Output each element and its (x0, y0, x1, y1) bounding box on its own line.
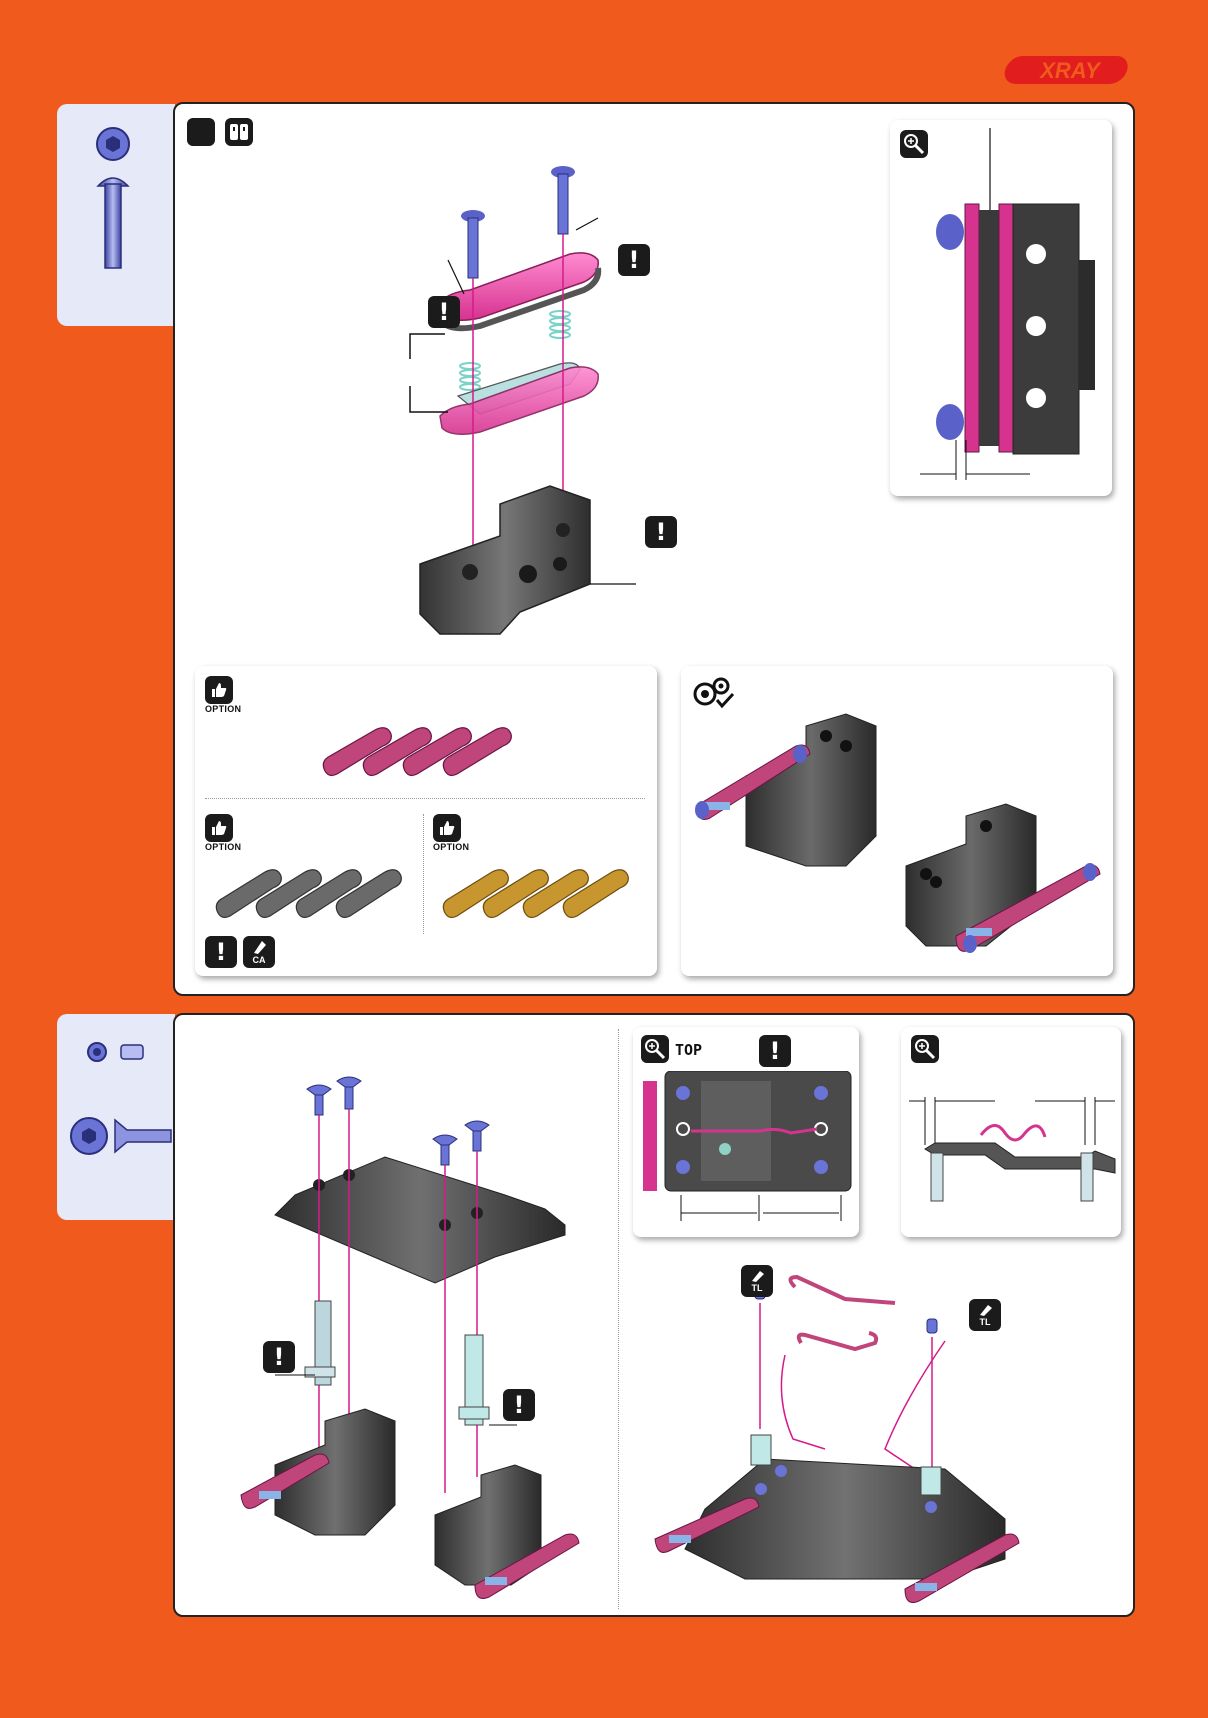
option-label-top: OPTION (205, 704, 239, 714)
flat-head-screw-icon (67, 1114, 173, 1158)
step-double-icon (225, 118, 253, 146)
gray-plates-set (210, 858, 415, 928)
spacer-icon (119, 1042, 145, 1062)
post-right (459, 1335, 489, 1425)
warning-icon-plate-left: ! (428, 296, 460, 328)
logo-text: XRAY (1038, 58, 1102, 83)
top-view-drawing (641, 1071, 855, 1231)
option-label-right: OPTION (433, 842, 467, 852)
option-thumb-left: OPTION (205, 814, 239, 852)
warning-icon-plate-right: ! (618, 244, 650, 276)
option-label-left: OPTION (205, 842, 239, 852)
tl-threadlock-icon-right: TL (969, 1299, 1001, 1331)
top-label: TOP (675, 1041, 702, 1059)
option-divider-horizontal (205, 798, 645, 799)
warning-icon-post-left: ! (263, 1341, 295, 1373)
parts-tab-section1 (57, 104, 175, 326)
thumbs-up-icon (205, 814, 233, 842)
side-detail-drawing (905, 1097, 1119, 1227)
side-view-drawing (910, 120, 1110, 490)
mount-plate-exploded-drawing (235, 1045, 635, 1605)
tl-threadlock-icon-left: TL (741, 1265, 773, 1297)
warning-icon-post-right: ! (503, 1389, 535, 1421)
set-screw-icon (85, 1040, 109, 1064)
parts-tab-section2 (57, 1014, 175, 1220)
magnify-icon (641, 1035, 669, 1063)
ca-label: CA (253, 955, 266, 965)
detail-view-box (890, 120, 1112, 496)
brand-logo: XRAY (996, 52, 1136, 88)
option-thumb-right: OPTION (433, 814, 467, 852)
pink-plates-set (315, 716, 535, 786)
magnify-icon (911, 1035, 939, 1063)
spring-clip-assembly-drawing (645, 1259, 1115, 1609)
section2-divider (618, 1029, 619, 1609)
side-detail-box (901, 1027, 1121, 1237)
assembled-blocks-drawing (686, 706, 1106, 966)
option-thumb-top: OPTION (205, 676, 239, 714)
section1-panel: ! ! ! OPTION (173, 102, 1135, 996)
section2-panel: ! ! TOP ! (173, 1013, 1135, 1617)
top-view-box: TOP ! (633, 1027, 859, 1237)
step-number-box (187, 118, 215, 146)
button-head-screw-icon (93, 124, 133, 274)
post-left (305, 1301, 335, 1385)
exploded-assembly-drawing (400, 164, 670, 684)
spring-right (550, 311, 570, 338)
assembled-view-box (681, 666, 1113, 976)
thumbs-up-icon (205, 676, 233, 704)
thumbs-up-icon (433, 814, 461, 842)
option-divider-vertical (423, 814, 424, 934)
gold-plates-set (437, 858, 642, 928)
warning-icon-option: ! (205, 936, 237, 968)
spring-left (460, 363, 480, 390)
tl-label-left: TL (752, 1283, 763, 1293)
warning-icon-block: ! (645, 516, 677, 548)
screw-right-top (551, 166, 575, 234)
ca-glue-icon: CA (243, 936, 275, 968)
warning-icon-top-view: ! (759, 1035, 791, 1067)
tl-label-right: TL (980, 1317, 991, 1327)
screw-left-top (461, 210, 485, 278)
option-box: OPTION OPTION (195, 666, 657, 976)
